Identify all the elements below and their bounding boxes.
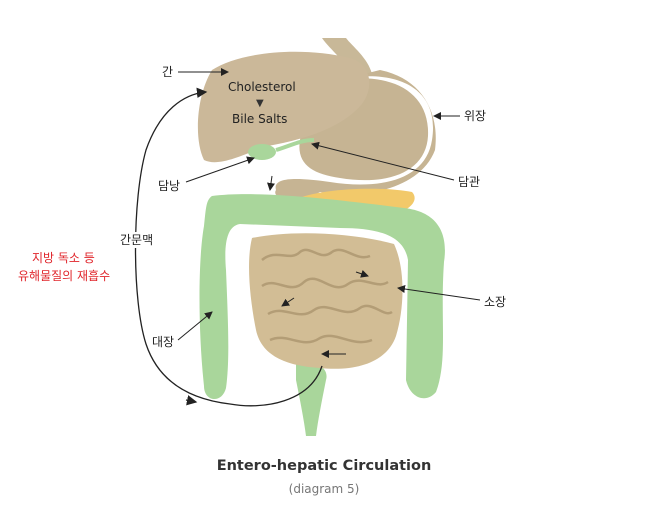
portal-vein-path: [134, 87, 323, 407]
stomach-shape: [275, 70, 436, 200]
portal-vein-label: 간문맥: [120, 232, 154, 248]
colon-shape: [199, 194, 445, 400]
bile-salts-label: Bile Salts: [232, 112, 288, 126]
small-intestine-pointer: [397, 285, 481, 301]
rectum-shape: [296, 360, 327, 436]
bile-duct-pointer: [311, 141, 455, 181]
gallbladder-label: 담낭: [158, 179, 181, 193]
liver-label: 간: [162, 65, 174, 79]
intestine-folds: [261, 248, 393, 344]
stomach-label: 위장: [464, 109, 487, 123]
large-intestine-label: 대장: [152, 335, 175, 349]
large-intestine-pointer: [177, 311, 213, 341]
liver-shape: [197, 51, 370, 163]
down-triangle-icon: ▼: [256, 98, 264, 109]
small-intestine-shape: [249, 233, 403, 369]
small-intestine-label: 소장: [484, 295, 507, 309]
cholesterol-label: Cholesterol: [228, 80, 296, 94]
bile-duct-shape: [275, 138, 315, 152]
gallbladder-pointer: [185, 156, 255, 183]
flow-arrow-3: [355, 269, 369, 278]
flow-arrow-2: [281, 297, 295, 307]
reabsorb-arrow: [185, 395, 198, 406]
reabsorption-note-line1: 지방 독소 등: [32, 251, 95, 265]
flow-arrow-1: [267, 175, 275, 191]
bile-duct-label: 담관: [458, 175, 481, 189]
reabsorption-note-line2: 유해물질의 재흡수: [18, 269, 111, 283]
diagram-subtitle: (diagram 5): [288, 482, 360, 496]
diagram-title: Entero-hepatic Circulation: [216, 458, 432, 474]
gallbladder-shape: [248, 144, 276, 160]
